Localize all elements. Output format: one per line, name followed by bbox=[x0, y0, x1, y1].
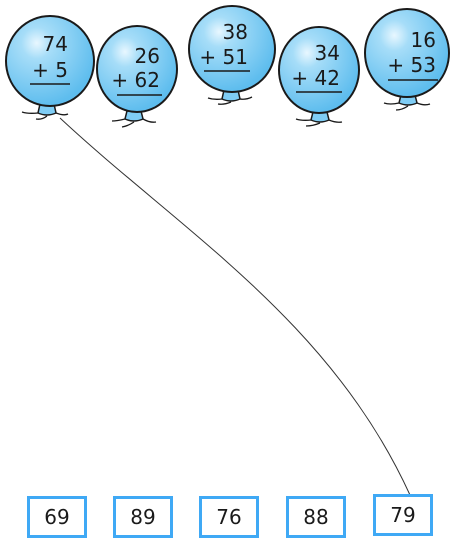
balloon-2-body bbox=[96, 25, 178, 113]
balloon-2-top-number: 26 bbox=[135, 44, 160, 68]
balloon-3-top-number: 38 bbox=[223, 20, 248, 44]
answer-box-2-value: 89 bbox=[130, 505, 156, 529]
balloon-1-top-number: 74 bbox=[43, 32, 68, 56]
answer-box-1-value: 69 bbox=[44, 505, 70, 529]
balloon-2[interactable]: 26 + 62 bbox=[96, 25, 178, 128]
balloon-1-addend: + 5 bbox=[32, 58, 68, 82]
answer-box-5-value: 79 bbox=[390, 503, 416, 527]
balloon-1-ribbon bbox=[21, 111, 69, 120]
balloon-5[interactable]: 16 + 53 bbox=[364, 8, 450, 111]
balloon-4-tie bbox=[310, 111, 330, 123]
balloon-3-ribbon bbox=[207, 96, 253, 105]
balloon-2-addend: + 62 bbox=[111, 68, 160, 92]
answer-box-4[interactable]: 88 bbox=[286, 496, 346, 538]
answer-box-3-value: 76 bbox=[216, 505, 242, 529]
balloon-1-body bbox=[5, 15, 95, 107]
balloon-1[interactable]: 74 + 5 bbox=[5, 15, 95, 120]
balloon-4-top-number: 34 bbox=[315, 41, 340, 65]
balloon-4-ribbon bbox=[295, 118, 343, 127]
answer-box-1[interactable]: 69 bbox=[27, 496, 87, 538]
balloon-2-tie bbox=[124, 110, 144, 122]
balloon-5-top-number: 16 bbox=[411, 28, 436, 52]
answer-box-4-value: 88 bbox=[303, 505, 329, 529]
balloon-5-body bbox=[364, 8, 450, 98]
balloon-2-ribbon bbox=[111, 118, 157, 128]
balloon-3-addend: + 51 bbox=[199, 45, 248, 69]
balloon-4[interactable]: 34 + 42 bbox=[278, 26, 360, 127]
answer-box-3[interactable]: 76 bbox=[199, 496, 259, 538]
balloon-3[interactable]: 38 + 51 bbox=[188, 5, 276, 105]
answer-box-2[interactable]: 89 bbox=[113, 496, 173, 538]
balloon-5-ribbon bbox=[383, 102, 431, 111]
balloon-4-addend: + 42 bbox=[291, 66, 340, 90]
answer-box-5[interactable]: 79 bbox=[373, 494, 433, 536]
balloon-5-addend: + 53 bbox=[387, 53, 436, 77]
matching-string-line bbox=[59, 117, 411, 496]
